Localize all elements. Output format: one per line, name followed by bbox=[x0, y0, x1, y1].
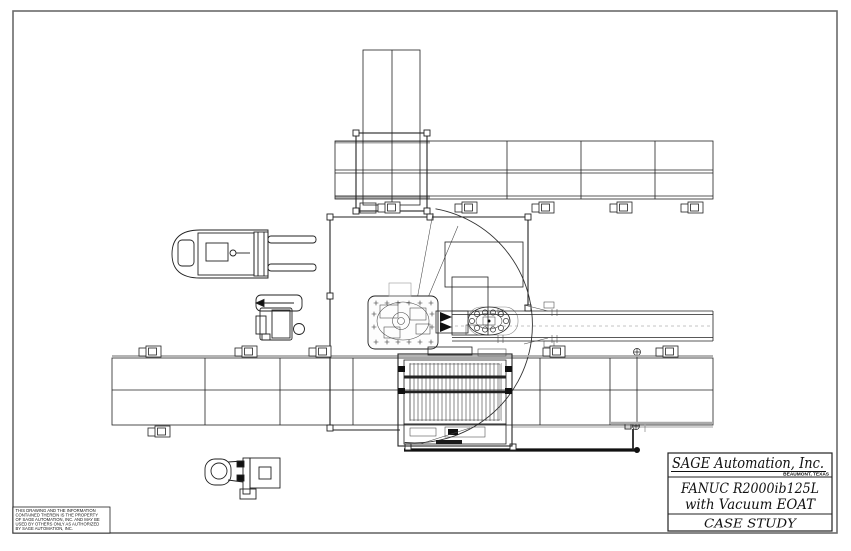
disclaimer-line: BY SAGE AUTOMATION, INC. bbox=[16, 526, 73, 531]
overhead-conveyor-drives bbox=[359, 201, 704, 214]
fence-node bbox=[326, 292, 334, 300]
project-title-line2: with Vacuum EOAT bbox=[685, 497, 816, 513]
fence-node bbox=[524, 213, 532, 221]
infeed-conveyor bbox=[452, 301, 714, 348]
drawing-type: CASE STUDY bbox=[704, 517, 797, 531]
operator-head bbox=[210, 462, 228, 480]
mast bbox=[253, 231, 269, 277]
pump-cart bbox=[254, 294, 305, 341]
fence-end-cap bbox=[634, 447, 640, 453]
flow-arrow bbox=[440, 322, 452, 332]
drive-motor bbox=[234, 345, 258, 358]
frame-corner-node bbox=[423, 207, 431, 215]
fork bbox=[267, 235, 317, 244]
direction-arrow bbox=[254, 298, 265, 308]
fence-post-marker bbox=[633, 348, 641, 356]
drive-motor bbox=[138, 345, 162, 358]
truck-handle bbox=[236, 474, 245, 482]
drawing-border bbox=[12, 10, 838, 534]
disclaimer-note: THIS DRAWING AND THE INFORMATION CONTAIN… bbox=[12, 506, 111, 534]
disclaimer-line: OF SAGE AUTOMATION, INC. AND MAY BE bbox=[16, 517, 100, 522]
pallet-box bbox=[258, 466, 272, 480]
truck-handle bbox=[236, 460, 245, 468]
forklift-body bbox=[171, 229, 269, 279]
robot bbox=[367, 282, 519, 350]
drive-motor bbox=[454, 201, 478, 214]
drive-motor bbox=[609, 201, 633, 214]
operator-shoulders bbox=[204, 458, 232, 486]
company-name: SAGE Automation, Inc. bbox=[672, 454, 824, 472]
fence-node bbox=[509, 443, 517, 451]
disclaimer-line: USED BY OTHERS ONLY AS AUTHORIZED bbox=[16, 522, 100, 527]
drive-motor bbox=[147, 425, 171, 438]
fence-node bbox=[404, 443, 412, 451]
main-conveyor bbox=[111, 345, 714, 438]
forklift bbox=[171, 229, 317, 279]
palletizer-cell bbox=[397, 346, 513, 447]
pallet bbox=[249, 457, 281, 489]
safety-fence bbox=[326, 213, 641, 453]
flow-arrow bbox=[440, 312, 452, 322]
company-location: BEAUMONT, TEXAS bbox=[783, 472, 830, 478]
vacuum-cups bbox=[469, 309, 509, 333]
project-title-line1: FANUC R2000ib125L bbox=[680, 481, 819, 497]
drive-motor bbox=[308, 345, 332, 358]
control-cabinets bbox=[444, 241, 524, 336]
frame-corner-node bbox=[352, 207, 360, 215]
overhead-conveyor bbox=[334, 140, 714, 200]
disclaimer-line: CONTAINED THEREIN IS THE PROPERTY bbox=[16, 512, 99, 517]
seat bbox=[205, 242, 229, 262]
title-block: SAGE Automation, Inc. BEAUMONT, TEXAS FA… bbox=[667, 452, 833, 532]
robot-base-plate bbox=[367, 295, 439, 350]
drive-motor bbox=[531, 201, 555, 214]
frame-corner-node bbox=[423, 129, 431, 137]
drive-motor bbox=[655, 345, 679, 358]
fence-node bbox=[326, 424, 334, 432]
drive-motor bbox=[542, 345, 566, 358]
truck-foot bbox=[239, 488, 257, 500]
drive-motor bbox=[680, 201, 704, 214]
vacuum-eoat bbox=[467, 306, 519, 336]
cell-lower-deck bbox=[403, 423, 507, 445]
operator-hand-truck bbox=[204, 457, 281, 500]
counterweight bbox=[177, 239, 195, 267]
disclaimer-line: THIS DRAWING AND THE INFORMATION bbox=[16, 508, 96, 513]
fork bbox=[267, 263, 317, 272]
robot-body bbox=[376, 282, 431, 341]
caster-circle bbox=[293, 323, 305, 335]
drive-motor bbox=[377, 201, 401, 214]
frame-corner-node bbox=[352, 129, 360, 137]
fence-node bbox=[326, 213, 334, 221]
